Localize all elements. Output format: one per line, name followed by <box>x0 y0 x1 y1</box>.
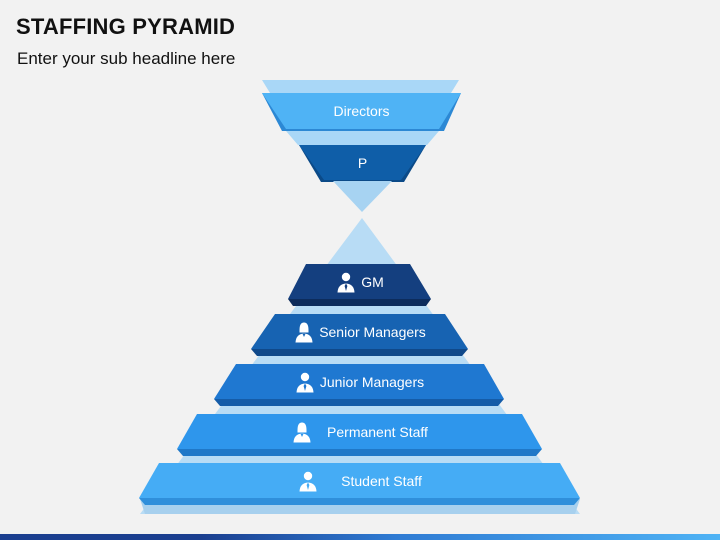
senior-managers-band-shadow <box>251 349 468 356</box>
permanent-staff-label: Permanent Staff <box>177 414 542 449</box>
junior-managers-label: Junior Managers <box>214 364 504 399</box>
senior-managers-label: Senior Managers <box>251 314 468 349</box>
gm-band <box>288 264 431 299</box>
p-label: P <box>357 154 368 171</box>
funnel-mid-back <box>286 131 439 145</box>
gm-band-shadow <box>288 299 431 306</box>
gm-label: GM <box>288 264 431 299</box>
bottom-accent-bar <box>0 534 720 540</box>
student-staff-band <box>139 463 580 498</box>
top-funnel <box>262 80 461 212</box>
junior-managers-band-shadow <box>214 399 504 406</box>
funnel-tip <box>333 181 392 212</box>
p-band <box>299 145 426 180</box>
page-subtitle: Enter your sub headline here <box>17 49 236 68</box>
junior-managers-band <box>214 364 504 399</box>
directors-label: Directors <box>333 103 390 119</box>
female-person-icon <box>291 421 313 443</box>
male-person-icon <box>335 271 357 293</box>
funnel-top-back <box>262 80 459 93</box>
permanent-staff-band-shadow <box>177 449 542 456</box>
male-person-icon <box>297 470 319 492</box>
female-person-icon <box>293 321 315 343</box>
permanent-staff-band <box>177 414 542 449</box>
male-person-icon <box>294 371 316 393</box>
student-staff-band-shadow <box>139 498 580 505</box>
student-staff-label: Student Staff <box>139 463 580 498</box>
directors-band <box>262 93 461 129</box>
page-title: STAFFING PYRAMID <box>16 14 236 39</box>
